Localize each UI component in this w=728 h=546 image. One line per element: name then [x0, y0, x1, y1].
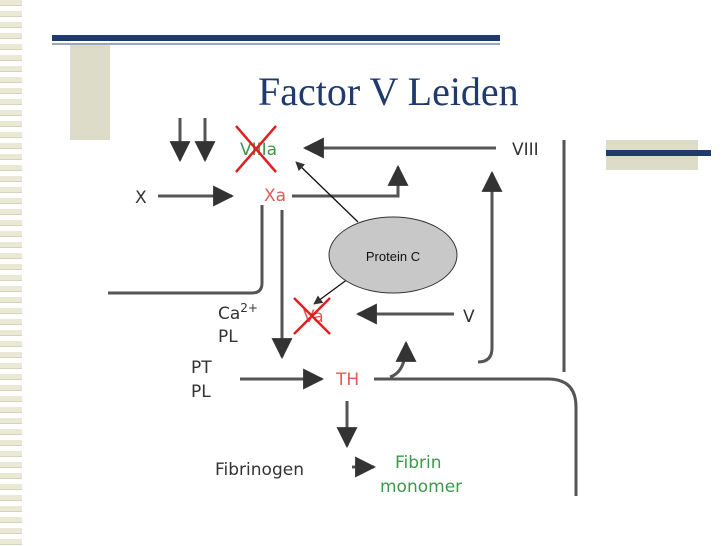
th-right-line	[374, 377, 578, 496]
viiia-cross-mark	[235, 125, 277, 173]
xa-label: Xa	[264, 186, 286, 206]
monomer-label: monomer	[380, 477, 462, 497]
title-rule-thin	[52, 43, 500, 45]
xa-feedback-arrow	[292, 164, 409, 198]
fibrin-label: Fibrin	[395, 453, 442, 473]
viiia-label: VIIIa	[240, 140, 277, 160]
title-rule	[52, 35, 500, 41]
pl-label-1: PL	[218, 327, 238, 347]
th-label: TH	[335, 370, 359, 390]
pathway-lines	[108, 118, 578, 496]
x-label: X	[135, 188, 147, 208]
viii-label: VIII	[512, 140, 539, 160]
slide-title: Factor V Leiden	[258, 69, 519, 114]
ca-label: Ca2+	[218, 301, 258, 324]
decorative-block-left	[70, 45, 110, 140]
intrinsic-line	[108, 205, 264, 295]
decorative-bar-right	[606, 150, 711, 156]
th-feedback-viii-arrow	[477, 170, 503, 364]
ca-text: Ca	[218, 304, 240, 324]
fibrinogen-label: Fibrinogen	[215, 460, 304, 480]
va-cross-mark	[293, 297, 331, 335]
cross-stroke	[235, 125, 277, 173]
cross-stroke	[293, 297, 331, 335]
protein-c-ellipse	[328, 216, 458, 294]
pl-label-2: PL	[191, 382, 211, 402]
ca-superscript: 2+	[240, 301, 258, 315]
protein-c-to-viiia-arrow	[295, 161, 359, 223]
decorative-stripe	[0, 0, 22, 546]
th-feedback-v-arrow	[389, 340, 417, 379]
protein-c-label: Protein C	[366, 249, 420, 264]
v-label: V	[463, 307, 475, 327]
pt-label: PT	[191, 358, 212, 378]
